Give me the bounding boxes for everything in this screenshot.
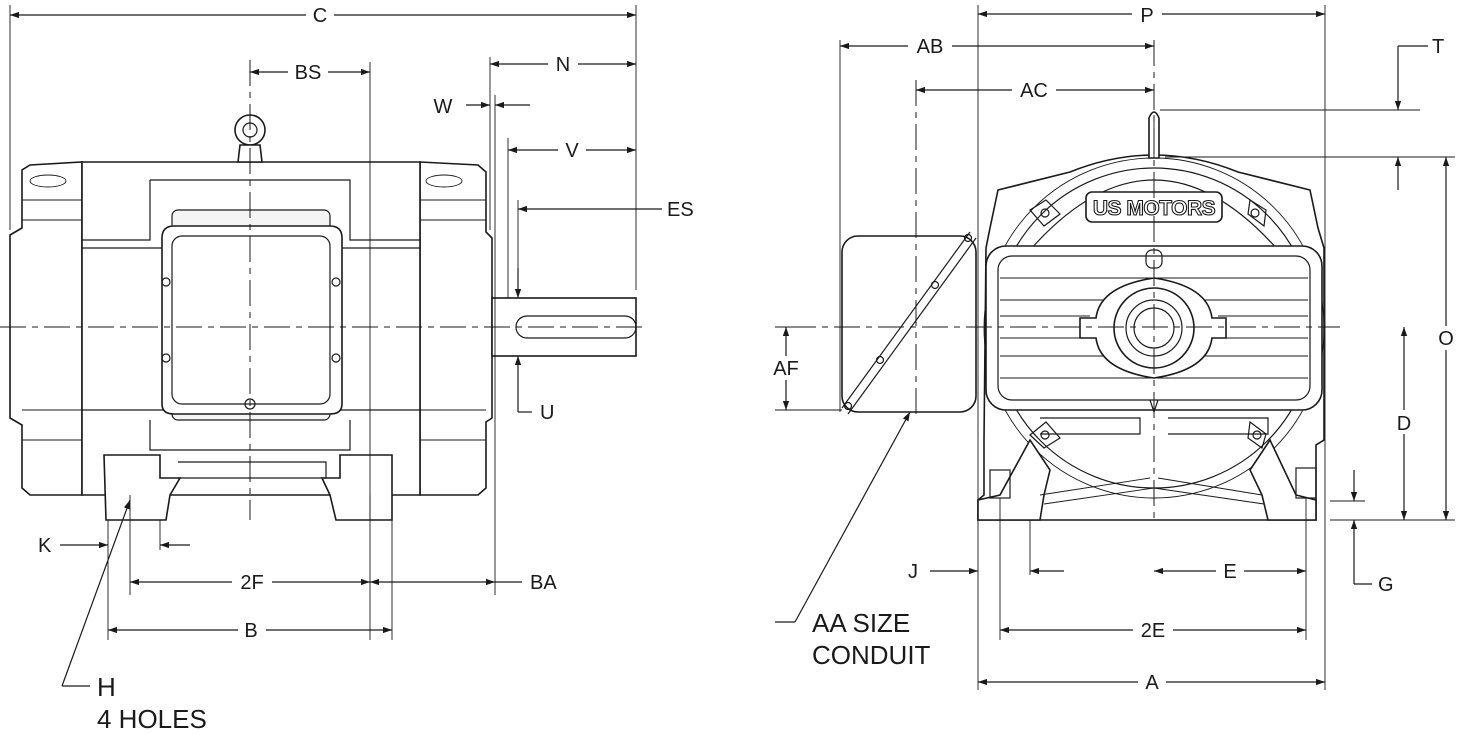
label-conduit: CONDUIT (812, 640, 931, 670)
label-ba: BA (530, 572, 557, 594)
label-v: V (565, 140, 579, 162)
brand-nameplate: US MOTORS (1093, 197, 1216, 220)
label-b: B (244, 620, 257, 642)
label-d: D (1397, 413, 1411, 435)
front-view: US MOTORS (766, 3, 1458, 694)
label-es: ES (667, 199, 694, 221)
label-k: K (38, 535, 52, 557)
label-ac: AC (1020, 80, 1048, 102)
label-j: J (908, 561, 918, 583)
label-p: P (1140, 5, 1153, 27)
label-n: N (556, 54, 570, 76)
label-4-holes: 4 HOLES (97, 704, 207, 734)
label-u: U (540, 402, 554, 424)
side-view: C BS W N V ES U K 2F BA B H 4 HOLES (0, 3, 694, 734)
label-w: W (434, 96, 453, 118)
label-a: A (1145, 672, 1159, 694)
label-af: AF (773, 358, 799, 380)
label-aa-size: AA SIZE (812, 608, 910, 638)
label-o: O (1438, 328, 1454, 350)
label-bs: BS (295, 62, 322, 84)
label-g: G (1378, 574, 1394, 596)
label-h: H (97, 672, 116, 702)
label-2f: 2F (240, 572, 263, 594)
label-2e: 2E (1141, 620, 1165, 642)
label-ab: AB (917, 36, 944, 58)
label-t: T (1432, 36, 1444, 58)
label-c: C (313, 5, 327, 27)
label-e: E (1223, 561, 1236, 583)
